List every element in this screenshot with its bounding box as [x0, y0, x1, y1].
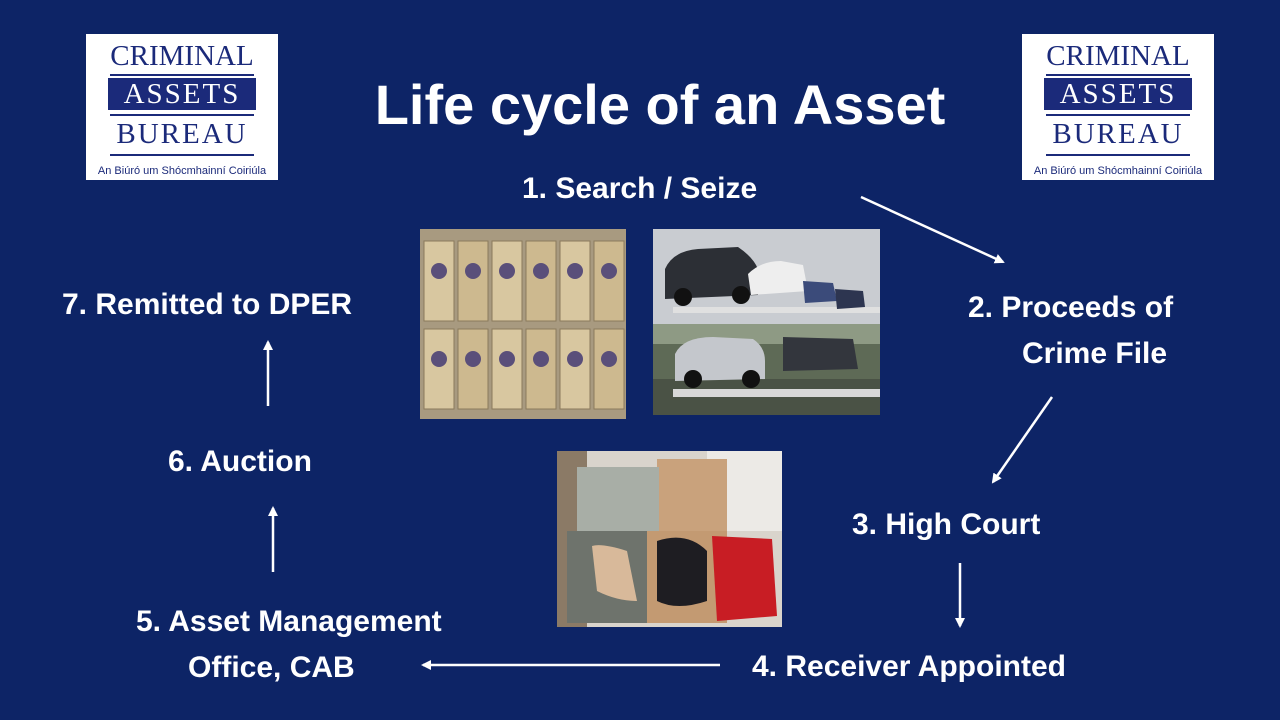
logo-rule [1046, 74, 1190, 76]
logo-line2: ASSETS [1044, 78, 1192, 110]
cash-bags-photo [420, 229, 626, 419]
cash-bag [559, 240, 591, 322]
logo-tagline: An Biúró um Shócmhainní Coiriúla [97, 165, 267, 177]
step-7-remitted-to-dper: 7. Remitted to DPER [62, 288, 353, 321]
cash-bag [525, 328, 557, 410]
cash-bag [457, 328, 489, 410]
step-2-line1: 2. Proceeds of [968, 291, 1174, 324]
logo-line2: ASSETS [108, 78, 256, 110]
designer-shoes-photo [557, 451, 782, 627]
logo-line1: CRIMINAL [1046, 40, 1190, 72]
car-transporter-photo [653, 229, 880, 415]
bag-seal [431, 351, 447, 367]
step-6-auction: 6. Auction [168, 445, 312, 478]
bag-seal [465, 351, 481, 367]
bag-seal [499, 351, 515, 367]
step-1-search-seize: 1. Search / Seize [522, 172, 758, 205]
logo-line3: BUREAU [116, 118, 248, 150]
cash-bags-image [420, 229, 626, 419]
cash-bag [457, 240, 489, 322]
cash-bag [593, 240, 625, 322]
logo-rule [110, 154, 254, 156]
cash-bag [525, 240, 557, 322]
step-5-asset-management-office: 5. Asset Management Office, CAB [136, 599, 442, 691]
car-transporter-image [653, 229, 880, 415]
bag-seal [567, 351, 583, 367]
cash-bag [423, 240, 455, 322]
cab-logo-right: CRIMINAL ASSETS BUREAU An Biúró um Shócm… [1022, 34, 1214, 180]
step-2-line2: Crime File [1022, 337, 1168, 370]
bag-seal [601, 351, 617, 367]
logo-rule [110, 114, 254, 116]
logo-line1: CRIMINAL [110, 40, 254, 72]
step-4-receiver-appointed: 4. Receiver Appointed [752, 650, 1066, 683]
bag-seal [533, 351, 549, 367]
logo-rule [110, 74, 254, 76]
logo-rule [1046, 154, 1190, 156]
bag-seal [601, 263, 617, 279]
designer-shoes-image [557, 451, 782, 627]
arrow-2-to-3 [991, 396, 1054, 484]
cab-logo-left: CRIMINAL ASSETS BUREAU An Biúró um Shócm… [86, 34, 278, 180]
step-3-high-court: 3. High Court [852, 508, 1041, 541]
bag-seal [499, 263, 515, 279]
bag-seal [431, 263, 447, 279]
cash-bag [423, 328, 455, 410]
cash-bag [491, 240, 523, 322]
step-5-line2: Office, CAB [188, 651, 355, 684]
logo-tagline: An Biúró um Shócmhainní Coiriúla [1033, 165, 1203, 177]
cash-bag [491, 328, 523, 410]
bag-seal [465, 263, 481, 279]
cash-bag [559, 328, 591, 410]
bag-seal [533, 263, 549, 279]
arrow-1-to-2 [860, 195, 1005, 264]
slide-title: Life cycle of an Asset [374, 73, 946, 136]
step-5-line1: 5. Asset Management [136, 605, 442, 638]
logo-rule [1046, 114, 1190, 116]
bag-seal [567, 263, 583, 279]
step-2-proceeds-of-crime-file: 2. Proceeds of Crime File [968, 285, 1173, 377]
cash-bag [593, 328, 625, 410]
logo-line3: BUREAU [1052, 118, 1184, 150]
